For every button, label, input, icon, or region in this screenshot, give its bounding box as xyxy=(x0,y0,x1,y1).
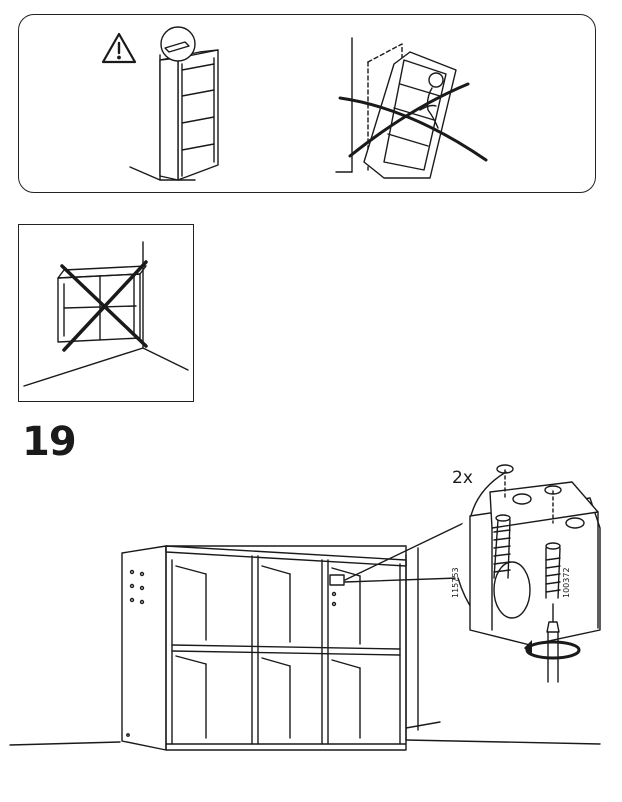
part-number-label: 115753 xyxy=(451,567,460,598)
rotate-arrow-icon xyxy=(524,640,581,660)
shelving-unit xyxy=(121,545,407,751)
cross-mark-icon xyxy=(338,82,488,162)
floor-lines xyxy=(9,721,601,746)
cross-mark-icon xyxy=(60,260,148,352)
wall-edge xyxy=(405,547,419,741)
no-wall-mount-panel xyxy=(18,224,194,402)
quantity-label: 2x xyxy=(452,468,473,488)
step-number: 19 xyxy=(22,419,77,465)
wall-anchoring-warning-panel xyxy=(18,14,596,193)
detail-callout-pointer xyxy=(344,519,471,583)
warning-icon xyxy=(101,32,137,64)
part-number-label: 100372 xyxy=(562,567,571,598)
falling-bookshelf xyxy=(335,37,457,179)
bracket-detail-view xyxy=(453,464,607,646)
wall-mounted-cabinet xyxy=(23,241,189,387)
anchored-bookshelf xyxy=(129,26,219,181)
